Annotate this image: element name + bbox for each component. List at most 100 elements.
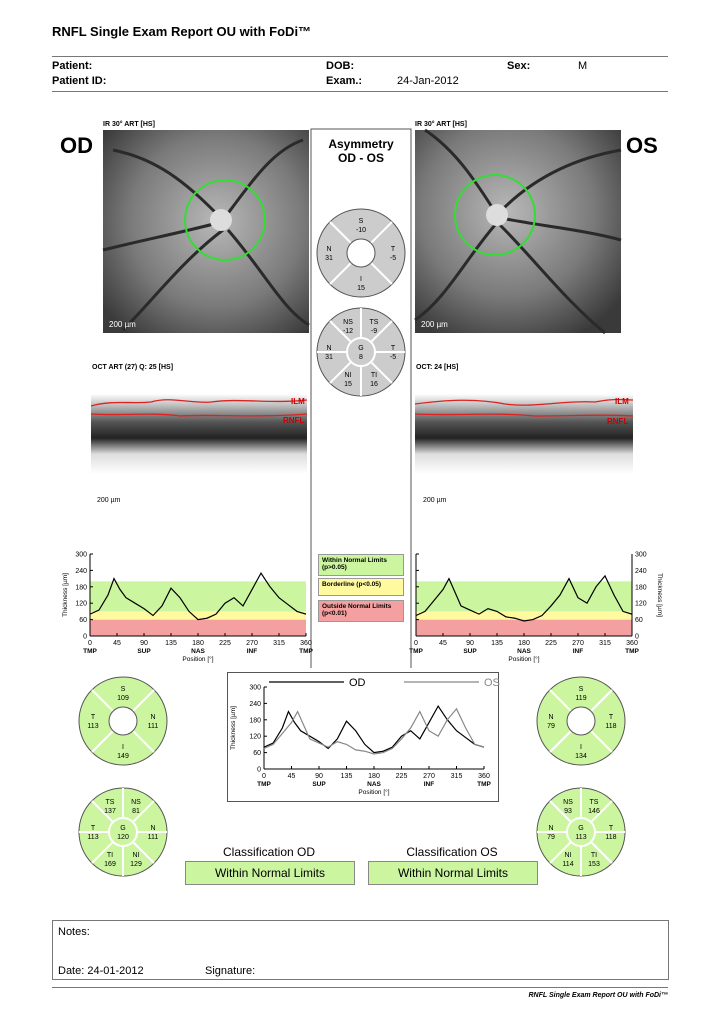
outside-normal-band — [416, 619, 632, 636]
notes-box[interactable] — [52, 920, 669, 980]
os-oct-label: OCT: 24 [HS] — [416, 364, 459, 371]
x-tick-label: 270 — [423, 773, 435, 780]
svg-text:N: N — [548, 825, 553, 832]
svg-text:-5: -5 — [390, 255, 396, 262]
svg-text:NI: NI — [345, 372, 352, 379]
svg-text:109: 109 — [117, 695, 129, 702]
svg-text:N: N — [548, 714, 553, 721]
svg-text:NS: NS — [343, 319, 353, 326]
od-oct-bscan: ILM RNFL 200 µm — [90, 374, 308, 509]
svg-text:G: G — [358, 345, 363, 352]
y-tick-label: 120 — [249, 734, 261, 741]
exam-label: Exam.: — [326, 75, 363, 87]
y-tick-label: 240 — [249, 701, 261, 708]
svg-text:15: 15 — [357, 285, 365, 292]
region-label: INF — [573, 648, 584, 655]
svg-text:RNFL: RNFL — [607, 417, 628, 426]
y-tick-label: 300 — [75, 552, 87, 559]
region-label: NAS — [517, 648, 531, 655]
divider — [52, 56, 668, 57]
asymmetry-title: Asymmetry OD - OS — [328, 137, 394, 165]
svg-text:NS: NS — [131, 799, 141, 806]
y-tick-label: 180 — [75, 584, 87, 591]
svg-text:T: T — [391, 345, 396, 352]
x-tick-label: 360 — [300, 640, 312, 647]
od-classification-title: Classification OD — [222, 845, 316, 859]
asymmetry-sectors-fine: NS -12 TS -9 N 31 G 8 T -5 NI 15 TI 16 — [316, 307, 406, 397]
svg-text:TS: TS — [370, 319, 379, 326]
od-oct-label: OCT ART (27) Q: 25 [HS] — [92, 364, 174, 371]
sex-value: M — [578, 60, 588, 72]
svg-text:I: I — [580, 744, 582, 751]
os-classification-title: Classification OS — [406, 845, 498, 859]
x-tick-label: 90 — [315, 773, 323, 780]
svg-text:NI: NI — [133, 852, 140, 859]
od-fundus-image: 200 µm — [102, 130, 310, 333]
within-normal-band — [416, 581, 632, 612]
os-series-line — [263, 707, 485, 755]
os-oct-scale: 200 µm — [423, 497, 447, 504]
x-tick-label: 315 — [599, 640, 611, 647]
svg-text:I: I — [360, 276, 362, 283]
asymmetry-sector-charts: S -10 N 31 T -5 I 15 NS -12 TS -9 N 31 G… — [316, 208, 406, 397]
svg-text:TI: TI — [371, 372, 377, 379]
svg-text:149: 149 — [117, 753, 129, 760]
os-fundus-image: 200 µm — [414, 128, 622, 335]
od-oct-scale: 200 µm — [97, 497, 121, 504]
x-tick-label: 180 — [192, 640, 204, 647]
y-tick-label: 60 — [253, 750, 261, 757]
svg-text:113: 113 — [87, 834, 98, 841]
exam-value: 24-Jan-2012 — [397, 75, 459, 87]
od-sector-charts: S 109 T 113 N 111 I 149 TS 137 NS 81 T 1… — [78, 676, 168, 877]
divider — [52, 987, 668, 988]
date-label: Date: 24-01-2012 — [58, 965, 144, 977]
thickness-series-line — [415, 574, 633, 622]
legend-label: OS — [484, 677, 500, 689]
y-tick-label: 180 — [635, 584, 647, 591]
y-axis-label: Thickness [µm] — [656, 573, 663, 617]
svg-text:129: 129 — [130, 861, 142, 868]
region-label: INF — [424, 781, 435, 788]
region-label: SUP — [312, 781, 326, 788]
y-tick-label: 120 — [75, 601, 87, 608]
os-eye-label: OS — [626, 133, 658, 158]
svg-text:T: T — [609, 714, 614, 721]
svg-text:TI: TI — [107, 852, 113, 859]
od-ir-label: IR 30° ART [HS] — [103, 121, 155, 128]
os-classification-box: Within Normal Limits — [368, 861, 538, 885]
x-tick-label: 45 — [288, 773, 296, 780]
report-title: RNFL Single Exam Report OU with FoDi™ — [52, 24, 312, 39]
svg-text:79: 79 — [547, 834, 555, 841]
svg-text:111: 111 — [148, 834, 159, 841]
od-sectors-fine: TS 137 NS 81 T 113 G 120 N 111 TI 169 NI… — [78, 787, 168, 877]
svg-text:-10: -10 — [356, 227, 366, 234]
region-label: SUP — [463, 648, 477, 655]
svg-text:T: T — [91, 825, 96, 832]
svg-text:114: 114 — [562, 861, 573, 868]
svg-text:118: 118 — [605, 834, 616, 841]
x-tick-label: 315 — [451, 773, 463, 780]
y-tick-label: 120 — [635, 601, 647, 608]
svg-text:79: 79 — [547, 723, 555, 730]
region-label: INF — [247, 648, 258, 655]
y-tick-label: 240 — [75, 568, 87, 575]
borderline-band — [90, 611, 306, 620]
os-sectors6: S 119 N 79 T 118 I 134 — [536, 676, 626, 766]
y-tick-label: 240 — [635, 568, 647, 575]
x-tick-label: 45 — [113, 640, 121, 647]
y-tick-label: 60 — [635, 617, 643, 624]
svg-text:31: 31 — [325, 255, 333, 262]
svg-text:113: 113 — [87, 723, 98, 730]
svg-text:G: G — [578, 825, 583, 832]
region-label: TMP — [477, 781, 491, 788]
y-axis-label: Thickness [µm] — [62, 573, 69, 617]
x-axis-label: Position [°] — [182, 655, 213, 663]
svg-text:N: N — [326, 246, 331, 253]
x-tick-label: 315 — [273, 640, 285, 647]
svg-text:93: 93 — [564, 808, 572, 815]
os-sectors-fine: NS 93 TS 146 N 79 G 113 T 118 NI 114 TI … — [536, 787, 626, 877]
od-classification-box: Within Normal Limits — [185, 861, 355, 885]
region-label: NAS — [367, 781, 381, 788]
y-tick-label: 0 — [83, 634, 87, 641]
